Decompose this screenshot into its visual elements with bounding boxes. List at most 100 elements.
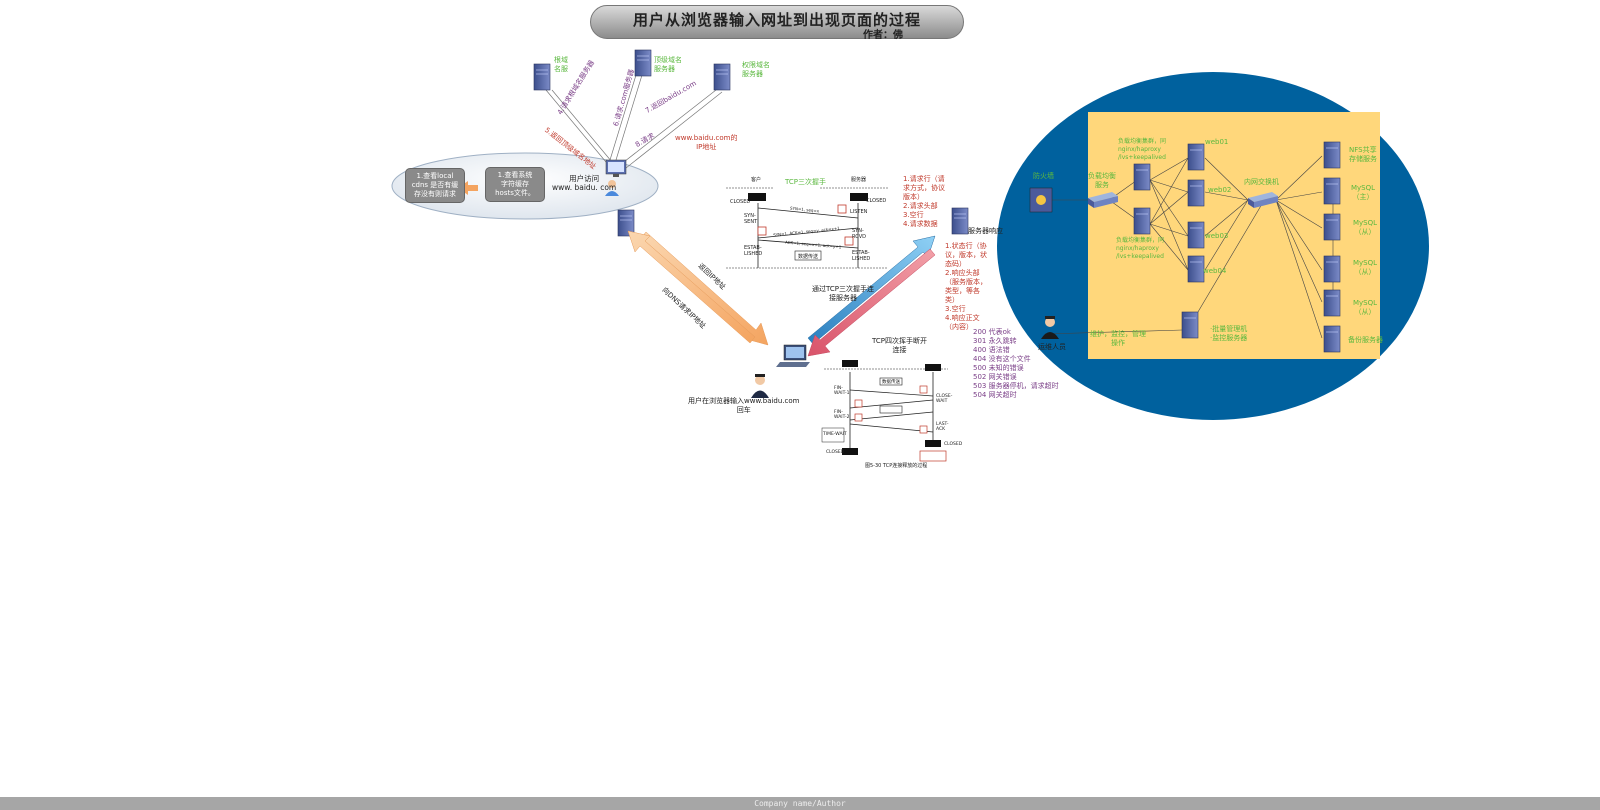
- status-code: 504 网关超时: [973, 391, 1017, 399]
- nfs-label: NFS共享 存储服务: [1349, 146, 1377, 163]
- mysql-server-icon: [1323, 255, 1341, 283]
- local-dns-cache-box: 1.查看local cdns 是否有缓 存没有则请求: [405, 168, 465, 203]
- web-server-icon: [1187, 255, 1205, 283]
- switch-label: 内网交换机: [1244, 178, 1279, 186]
- computer-icon: [605, 159, 627, 177]
- mysql-label: MySQL （主）: [1351, 184, 1376, 201]
- tcp4-state: FIN- WAIT-1: [834, 386, 850, 396]
- haproxy-label: 负载均衡集群，同 nginx/haproxy /lvs+keepalived: [1116, 237, 1165, 260]
- request-step: 3.空行: [903, 211, 924, 219]
- response-step: 2.响应头部: [945, 269, 980, 277]
- status-code: 502 网关错误: [973, 373, 1017, 381]
- response-step: （服务版本，: [945, 278, 987, 286]
- tcp4-title: TCP四次挥手断开 连接: [872, 337, 927, 354]
- nfs-server-icon: [1323, 141, 1341, 169]
- web-server-icon: [1187, 143, 1205, 171]
- auth-dns-label: 权限域名 服务器: [742, 61, 770, 78]
- web-server-icon: [1187, 221, 1205, 249]
- footer-bar: Company name/Author: [0, 797, 1600, 810]
- status-code: 500 未知的错误: [973, 364, 1024, 372]
- ip-result-label: www.baidu.com的 IP地址: [675, 134, 738, 151]
- backup-label: 备份服务器: [1348, 336, 1383, 344]
- tcp3-state: CLOSED: [730, 199, 751, 205]
- web-label: web03: [1205, 232, 1229, 240]
- request-step: 4.请求数据: [903, 220, 938, 228]
- switch-icon: [1248, 192, 1278, 208]
- firewall-label: 防火墙: [1033, 172, 1054, 180]
- mysql-server-icon: [1323, 289, 1341, 317]
- response-steps: 1.状态行（协 议，版本，状 态码） 2.响应头部 （服务版本， 类型，等各 类…: [945, 242, 987, 332]
- request-step: 2.请求头部: [903, 202, 938, 210]
- haproxy-server-icon: [1133, 207, 1151, 235]
- response-step: 类型，等各: [945, 287, 980, 295]
- status-code: 400 语法错: [973, 346, 1010, 354]
- dns-query-lines: [545, 74, 723, 169]
- hosts-file-box: 1.查看系统 字符缓存 hosts文件。: [485, 167, 545, 202]
- tcp3-state: SYN- RCVD: [852, 228, 866, 240]
- root-dns-label: 根域 名服: [554, 56, 568, 73]
- tcp4-state: CLOSE- WAIT: [936, 394, 953, 404]
- user-avatar-icon: [605, 180, 619, 196]
- tcp3-state: ESTAB- LISHED: [852, 250, 871, 262]
- response-step: 类）: [945, 296, 959, 304]
- tcp3-data-label: 数据传送: [798, 254, 819, 260]
- author-label: 作者：佛: [863, 30, 903, 41]
- firewall-icon: [1029, 187, 1053, 213]
- tcp-handshake-diagram: [726, 187, 888, 269]
- mysql-label: MySQL （从）: [1353, 219, 1378, 236]
- user-person-icon: [751, 374, 769, 398]
- web-label: web04: [1203, 267, 1227, 275]
- mysql-server-icon: [1323, 177, 1341, 205]
- ops-person-icon: [1041, 316, 1059, 339]
- page-title: 用户从浏览器输入网址到出现页面的过程: [632, 11, 921, 29]
- response-step: （内容）: [945, 323, 973, 331]
- server-icon: [617, 209, 635, 237]
- laptop-icon: [776, 344, 810, 367]
- tcp-connect-label: 通过TCP三次握手连 接服务器: [812, 285, 874, 302]
- tcp3-server-label: 服务器: [851, 177, 867, 183]
- tcp4-data-label: 数据传送: [882, 380, 900, 385]
- tcp3-client-label: 客户: [751, 177, 762, 183]
- server-response-label: 服务器响应: [968, 227, 1003, 235]
- status-code-list: 200 代表ok 301 永久跳转 400 语法错 404 没有这个文件 500…: [973, 328, 1059, 400]
- tcp4-state: CLOSED: [944, 442, 963, 447]
- tcp4-state: LAST- ACK: [936, 422, 949, 432]
- tcp4-state: CLOSED: [826, 450, 845, 455]
- monitor-label: ·批量管理机 ·监控服务器: [1210, 325, 1248, 342]
- tcp4-state: TIME-WAIT: [823, 432, 847, 437]
- server-icon: [533, 63, 551, 91]
- switch-icon: [1088, 192, 1118, 208]
- haproxy-label: 负载均衡集群，同 nginx/haproxy /lvs+keepalived: [1118, 138, 1167, 161]
- tcp3-title: TCP三次握手: [785, 178, 826, 186]
- server-response-arrow: [807, 248, 936, 357]
- status-code: 200 代表ok: [973, 328, 1011, 336]
- haproxy-server-icon: [1133, 163, 1151, 191]
- status-code: 503 服务器停机，请求超时: [973, 382, 1059, 390]
- response-step: 3.空行: [945, 305, 966, 313]
- response-step: 4.响应正文: [945, 314, 980, 322]
- request-steps: 1.请求行（请 求方式，协议 版本） 2.请求头部 3.空行 4.请求数据: [903, 175, 945, 229]
- mysql-label: MySQL （从）: [1353, 259, 1378, 276]
- server-icon: [713, 63, 731, 91]
- server-icon: [951, 207, 969, 235]
- response-step: 态码）: [945, 260, 966, 268]
- server-icon: [634, 49, 652, 77]
- mysql-server-icon: [1323, 213, 1341, 241]
- monitor-server-icon: [1181, 311, 1199, 339]
- tcp-connect-arrow: [807, 235, 936, 345]
- mysql-label: MySQL （从）: [1353, 299, 1378, 316]
- web-server-icon: [1187, 179, 1205, 207]
- request-step: 1.请求行（请: [903, 175, 945, 183]
- request-step: 版本）: [903, 193, 924, 201]
- tcp4-caption: 图5-30 TCP连接释放的过程: [865, 463, 928, 469]
- tcp4-state: FIN- WAIT-2: [834, 410, 850, 420]
- request-ip-arrow: [627, 230, 756, 344]
- backup-server-icon: [1323, 325, 1341, 353]
- user-access-label: 用户访问 www. baidu. com: [552, 174, 617, 192]
- status-code: 301 永久跳转: [973, 337, 1017, 345]
- response-step: 1.状态行（协: [945, 242, 987, 250]
- web-label: web01: [1205, 138, 1229, 146]
- ops-action-label: 维护，监控，管理 操作: [1090, 330, 1146, 347]
- web-label: web02: [1208, 186, 1232, 194]
